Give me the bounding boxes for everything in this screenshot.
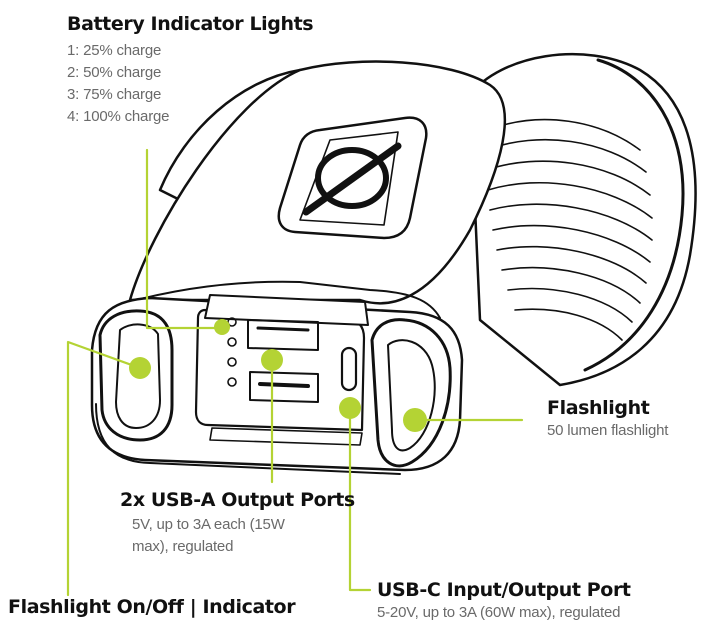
right-end-cap	[370, 318, 452, 468]
port-panel	[194, 294, 369, 446]
flashlight-title: Flashlight	[547, 397, 650, 419]
switch-title: Flashlight On/Off | Indicator	[8, 596, 296, 618]
battery-title: Battery Indicator Lights	[67, 13, 314, 35]
battery-leader	[145, 148, 224, 330]
usb-a-title: 2x USB-A Output Ports	[120, 489, 355, 511]
flashlight-dot	[403, 408, 427, 432]
switch-callout: Flashlight On/Off | Indicator	[8, 596, 296, 619]
battery-dot	[214, 319, 230, 335]
battery-level-2: 2: 50% charge	[67, 63, 162, 81]
callout-dots	[129, 319, 427, 432]
usb-a-callout: 2x USB-A Output Ports 5V, up to 3A each …	[120, 489, 355, 558]
indicator-led-4	[227, 377, 237, 387]
battery-level-1: 1: 25% charge	[67, 41, 162, 59]
usb-c-title: USB-C Input/Output Port	[377, 579, 631, 601]
flashlight-desc: 50 lumen flashlight	[547, 421, 669, 439]
battery-level-3: 3: 75% charge	[67, 85, 162, 103]
indicator-led-2	[227, 337, 237, 347]
usb-c-dot	[339, 397, 361, 419]
battery-level-4: 4: 100% charge	[67, 107, 170, 125]
switch-leader	[66, 340, 142, 597]
indicator-led-3	[227, 357, 237, 367]
usb-c-leader	[348, 406, 372, 592]
usb-c-callout: USB-C Input/Output Port 5-20V, up to 3A …	[377, 579, 631, 624]
battery-callout: Battery Indicator Lights 1: 25% charge 2…	[67, 13, 314, 128]
switch-dot	[129, 357, 151, 379]
flashlight-callout: Flashlight 50 lumen flashlight	[547, 397, 669, 442]
usb-a-desc: 5V, up to 3A each (15W max), regulated	[132, 515, 285, 555]
ribbed-grip	[468, 53, 697, 387]
logo-plate	[277, 116, 428, 240]
leader-lines	[66, 148, 524, 597]
battery-levels: 1: 25% charge 2: 50% charge 3: 75% charg…	[67, 40, 313, 128]
usb-c-desc: 5-20V, up to 3A (60W max), regulated	[377, 603, 621, 621]
usb-a-dot	[261, 349, 283, 371]
